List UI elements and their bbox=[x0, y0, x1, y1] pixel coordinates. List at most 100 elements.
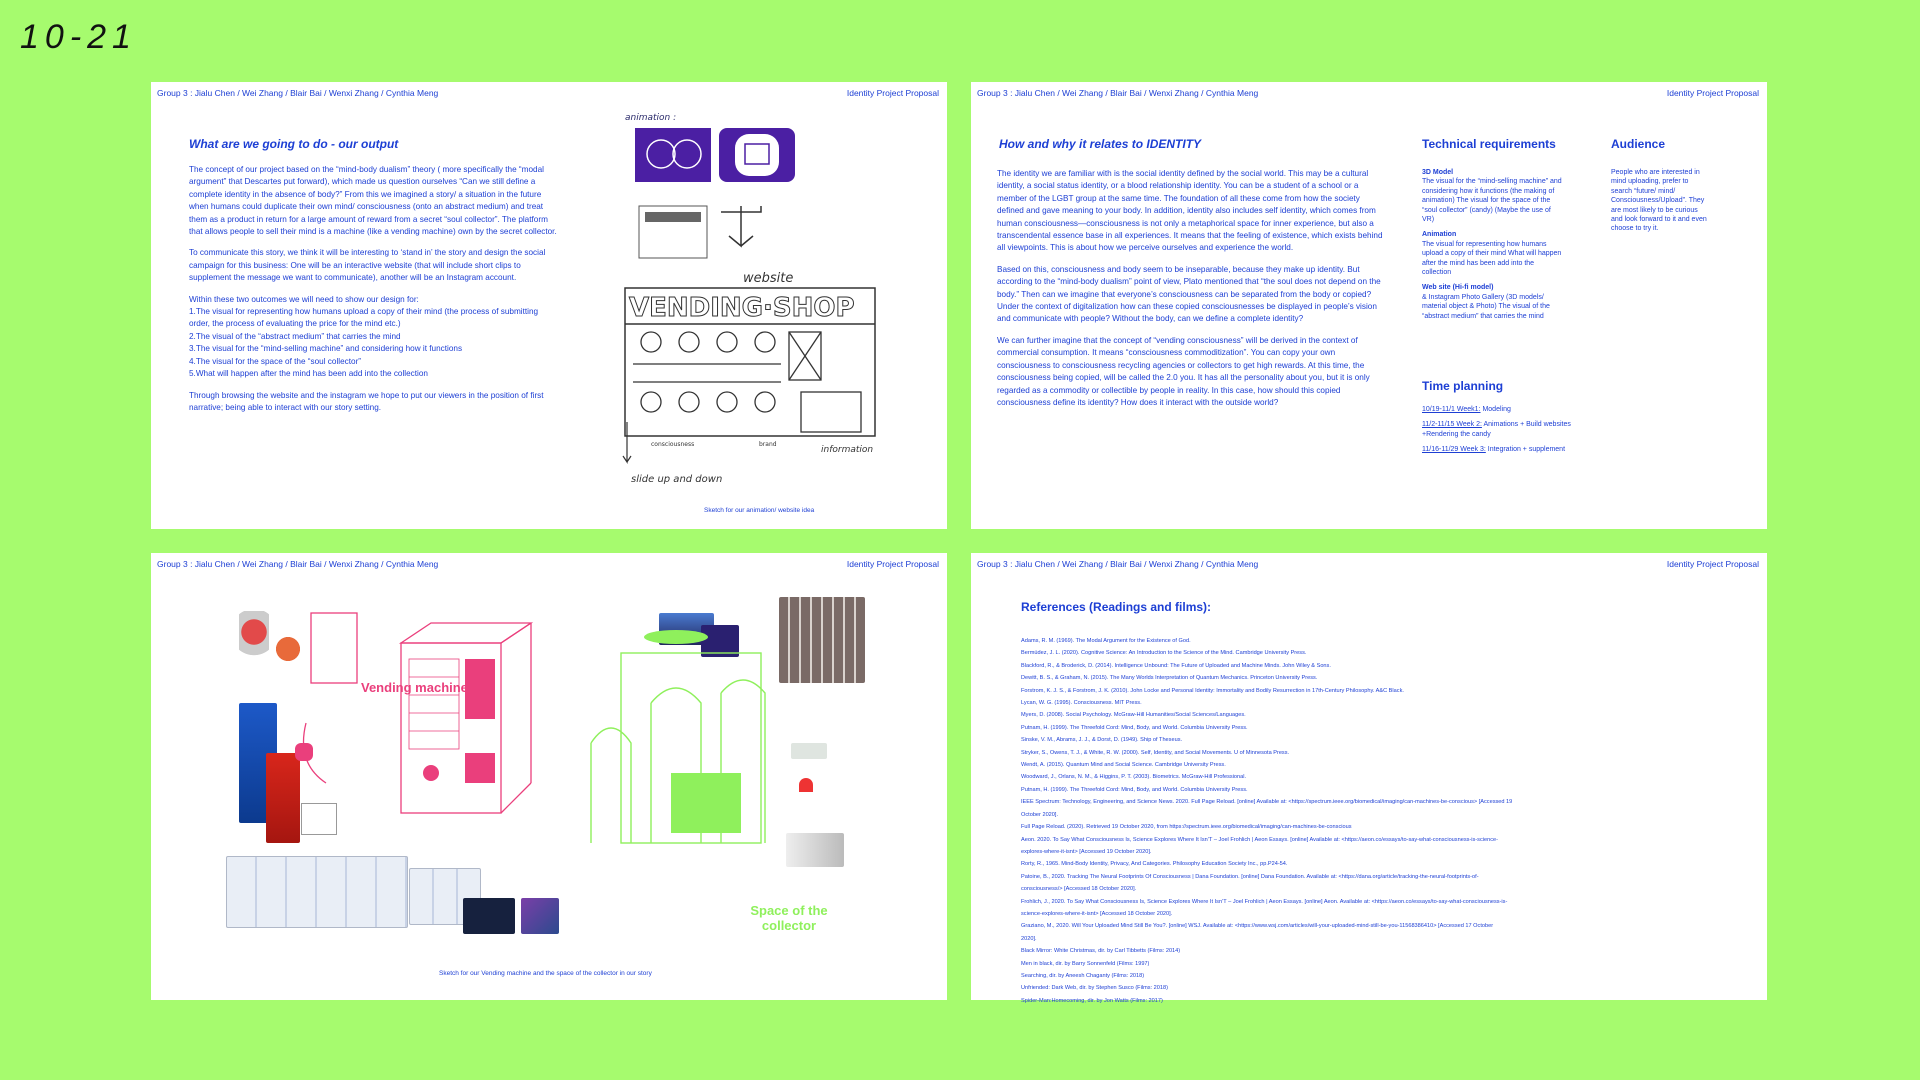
reference-item: Sinske, V. M., Abrams, J. J., & Dorst, D… bbox=[1021, 737, 1183, 744]
requirement-text: The visual for the “mind-selling machine… bbox=[1422, 178, 1562, 224]
reference-item: 2020]. bbox=[1021, 935, 1037, 942]
shopping-cart-photo bbox=[301, 803, 337, 835]
reference-item: science-explores-where-it-isnt> [Accesse… bbox=[1021, 910, 1173, 917]
slide-header-group: Group 3 : Jialu Chen / Wei Zhang / Blair… bbox=[977, 88, 1259, 98]
slide-header-group: Group 3 : Jialu Chen / Wei Zhang / Blair… bbox=[977, 559, 1259, 569]
reference-item: Myers, D. (2008). Social Psychology. McG… bbox=[1021, 712, 1246, 719]
slide-header-project: Identity Project Proposal bbox=[846, 88, 939, 98]
gumball-machine-photo bbox=[239, 611, 269, 671]
slide-header-group: Group 3 : Jialu Chen / Wei Zhang / Blair… bbox=[157, 559, 439, 569]
time-planning-list: 10/19-11/1 Week1: Modeling 11/2-11/15 We… bbox=[1422, 405, 1592, 461]
slide-title: How and why it relates to IDENTITY bbox=[999, 137, 1202, 151]
reference-item: Woodward, J., Orlans, N. M., & Higgins, … bbox=[1021, 774, 1247, 781]
paragraph: The concept of our project based on the … bbox=[189, 165, 557, 237]
paragraph: Through browsing the website and the ins… bbox=[189, 390, 544, 412]
reference-item: Bermúdez, J. L. (2020). Cognitive Scienc… bbox=[1021, 650, 1307, 657]
reference-item: Stryker, S., Owens, T. J., & White, R. W… bbox=[1021, 749, 1290, 756]
requirement-text: The visual for representing how humans u… bbox=[1422, 240, 1562, 277]
timeline-week: 10/19-11/1 Week1: bbox=[1422, 406, 1481, 413]
vending-machine-photo-red bbox=[266, 753, 300, 843]
object-photo bbox=[786, 833, 844, 867]
gumball-machine-photo bbox=[273, 633, 303, 673]
list-item: 1.The visual for representing how humans… bbox=[189, 307, 539, 329]
reference-item: Full Page Reload. (2020). Retrieved 19 O… bbox=[1021, 824, 1352, 831]
paragraph: Based on this, consciousness and body se… bbox=[997, 264, 1381, 324]
paragraph: To communicate this story, we think it w… bbox=[189, 248, 546, 283]
reference-item: Spider-Man:Homecoming, dir. by Jon Watts… bbox=[1021, 997, 1163, 1004]
time-planning-heading: Time planning bbox=[1422, 379, 1504, 393]
reference-item: Frohlich, J., 2020. To Say What Consciou… bbox=[1021, 898, 1508, 905]
paragraph: We can further imagine that the concept … bbox=[997, 335, 1370, 407]
audience-heading: Audience bbox=[1611, 137, 1666, 151]
slide-title: References (Readings and films): bbox=[1021, 600, 1212, 614]
vending-machine-sketch bbox=[295, 612, 534, 814]
slide-output[interactable]: Group 3 : Jialu Chen / Wei Zhang / Blair… bbox=[151, 82, 947, 529]
slide-identity[interactable]: Group 3 : Jialu Chen / Wei Zhang / Blair… bbox=[971, 82, 1767, 529]
slide-header-project: Identity Project Proposal bbox=[846, 559, 939, 569]
sketch-shop-label: VENDING·SHOP bbox=[629, 293, 855, 323]
reference-item: Black Mirror: White Christmas, dir. by C… bbox=[1021, 948, 1181, 955]
list-item: 4.The visual for the space of the “soul … bbox=[189, 356, 362, 366]
render-thumbnail bbox=[463, 898, 515, 934]
reference-item: Graziano, M., 2020. Will Your Uploaded M… bbox=[1021, 923, 1494, 930]
collector-space-label: Space of the collector bbox=[750, 903, 828, 933]
timeline-task: Integration + supplement bbox=[1485, 446, 1566, 454]
reference-item: Aeon. 2020. To Say What Consciousness Is… bbox=[1021, 836, 1499, 843]
list-item: 2.The visual of the “abstract medium” th… bbox=[189, 331, 401, 341]
slide-references[interactable]: Group 3 : Jialu Chen / Wei Zhang / Blair… bbox=[971, 553, 1767, 1004]
capsule-icon bbox=[799, 778, 813, 806]
reference-item: Unfriended: Dark Web, dir. by Stephen Su… bbox=[1021, 985, 1168, 992]
slide-header-project: Identity Project Proposal bbox=[1666, 559, 1759, 569]
collection-grid-photo bbox=[779, 597, 865, 683]
reference-item: Putnam, H. (1999). The Threefold Cord: M… bbox=[1021, 724, 1248, 731]
reference-item: Rorty, R., 1965. Mind-Body Identity, Pri… bbox=[1021, 861, 1288, 868]
technical-requirements-heading: Technical requirements bbox=[1422, 137, 1556, 151]
reference-item: consciousness/> [Accessed 18 October 202… bbox=[1021, 886, 1137, 893]
slide-body: The identity we are familiar with is the… bbox=[997, 168, 1383, 418]
reference-item: explores-where-it-isnt> [Accessed 19 Oct… bbox=[1021, 848, 1152, 855]
references-list: Adams, R. M. (1969). The Modal Argument … bbox=[1021, 635, 1641, 1007]
timeline-week: 11/16-11/29 Week 3: bbox=[1422, 446, 1486, 454]
reference-item: Searching, dir. by Aneesh Chaganty (Film… bbox=[1021, 972, 1145, 979]
slide-sketches[interactable]: Group 3 : Jialu Chen / Wei Zhang / Blair… bbox=[151, 553, 947, 1000]
requirement-heading: Web site (Hi-fi model) bbox=[1422, 284, 1494, 292]
reference-item: Men in black, dir. by Barry Sonnenfeld (… bbox=[1021, 960, 1150, 967]
slide-body: The concept of our project based on the … bbox=[189, 164, 559, 423]
timeline-task: Animations + Build websites +Rendering t… bbox=[1422, 421, 1571, 438]
render-thumbnail bbox=[521, 898, 559, 934]
sketch-consciousness-label: consciousness bbox=[651, 441, 694, 448]
sketch-brand-label: brand bbox=[759, 441, 777, 448]
list-item: 5.What will happen after the mind has be… bbox=[189, 369, 428, 379]
paragraph: Within these two outcomes we will need t… bbox=[189, 294, 419, 304]
slide-title: What are we going to do - our output bbox=[189, 137, 399, 151]
audience-text: People who are interested in mind upload… bbox=[1611, 169, 1707, 233]
slide-header-group: Group 3 : Jialu Chen / Wei Zhang / Blair… bbox=[157, 88, 439, 98]
reference-item: Wendt, A. (2015). Quantum Mind and Socia… bbox=[1021, 762, 1226, 769]
reference-item: Putnam, H. (1999). The Threefold Cord: M… bbox=[1021, 786, 1248, 793]
figure-caption: Sketch for our animation/ website idea bbox=[704, 507, 815, 514]
date-label: 10-21 bbox=[20, 18, 137, 56]
slide-header-project: Identity Project Proposal bbox=[1666, 88, 1759, 98]
reference-item: Patoine, B., 2020. Tracking The Neural F… bbox=[1021, 873, 1479, 880]
reference-item: Blackford, R., & Broderick, D. (2014). I… bbox=[1021, 662, 1331, 669]
sketch-slide-label: slide up and down bbox=[631, 474, 722, 485]
object-photo bbox=[791, 743, 827, 759]
render-thumbnail bbox=[701, 625, 739, 657]
sketch-website-label: website bbox=[743, 271, 793, 286]
list-item: 3.The visual for the “mind-selling machi… bbox=[189, 344, 463, 354]
website-sketch-illustration: animation : website VENDING·SHOP conscio… bbox=[622, 113, 876, 485]
sketch-information-label: information bbox=[821, 445, 873, 455]
reference-item: Lycan, W. G. (1995). Consciousness. MIT … bbox=[1021, 700, 1142, 707]
vending-machines-row-photo bbox=[226, 856, 408, 928]
figure-caption: Sketch for our Vending machine and the s… bbox=[439, 970, 652, 977]
reference-item: IEEE Spectrum: Technology, Engineering, … bbox=[1021, 799, 1513, 806]
reference-item: Dewitt, B. S., & Graham, N. (2015). The … bbox=[1021, 675, 1318, 682]
reference-item: Adams, R. M. (1969). The Modal Argument … bbox=[1021, 638, 1191, 644]
requirement-heading: 3D Model bbox=[1422, 169, 1454, 176]
sketch-animation-label: animation : bbox=[625, 113, 676, 123]
reference-item: Forstrom, K. J. S., & Forstrom, J. K. (2… bbox=[1021, 687, 1404, 694]
timeline-task: Modeling bbox=[1480, 406, 1511, 413]
gummy-bear-icon bbox=[295, 743, 313, 761]
requirement-heading: Animation bbox=[1422, 231, 1457, 239]
vending-machine-label: Vending machine bbox=[361, 680, 468, 695]
